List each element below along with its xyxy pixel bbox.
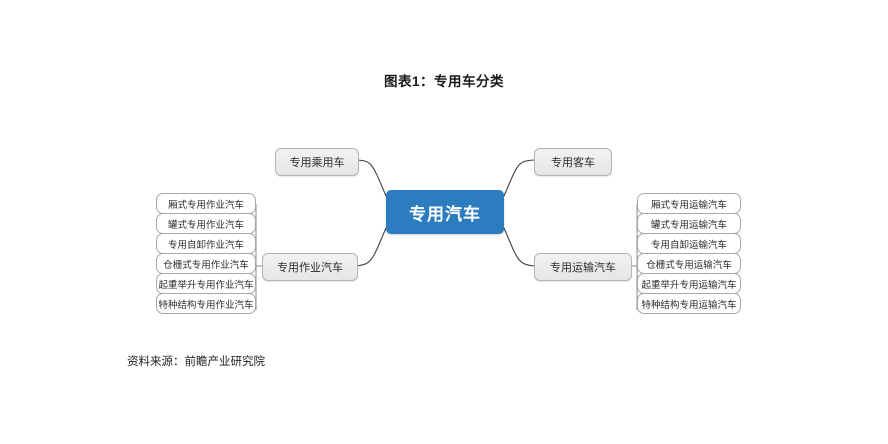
leaf-item[interactable]: 罐式专用运输汽车 <box>637 213 741 234</box>
leaf-item[interactable]: 特种结构专用作业汽车 <box>156 293 256 314</box>
leaf-item[interactable]: 起重举升专用运输汽车 <box>637 273 741 294</box>
root-node[interactable]: 专用汽车 <box>386 190 504 234</box>
connector-root-to-transport-vehicle <box>503 227 535 267</box>
branch-node-bus-special[interactable]: 专用客车 <box>534 148 612 176</box>
leaf-stack-work-vehicle: 厢式专用作业汽车 罐式专用作业汽车 专用自卸作业汽车 仓栅式专用作业汽车 起重举… <box>156 193 256 314</box>
leaf-item[interactable]: 仓栅式专用运输汽车 <box>637 253 741 274</box>
leaf-item[interactable]: 专用自卸作业汽车 <box>156 233 256 254</box>
leaf-item[interactable]: 罐式专用作业汽车 <box>156 213 256 234</box>
leaf-item[interactable]: 仓栅式专用作业汽车 <box>156 253 256 274</box>
branch-node-passenger-special[interactable]: 专用乘用车 <box>275 148 359 176</box>
source-note: 资料来源：前瞻产业研究院 <box>127 356 265 368</box>
connector-root-to-work-vehicle <box>355 227 387 267</box>
page-title: 图表1：专用车分类 <box>383 74 504 89</box>
connector-root-to-bus-special <box>503 159 535 197</box>
leaf-item[interactable]: 起重举升专用作业汽车 <box>156 273 256 294</box>
leaf-item[interactable]: 专用自卸运输汽车 <box>637 233 741 254</box>
branch-node-transport-vehicle[interactable]: 专用运输汽车 <box>534 253 632 281</box>
branch-node-work-vehicle[interactable]: 专用作业汽车 <box>262 253 358 281</box>
leaf-item[interactable]: 厢式专用运输汽车 <box>637 193 741 214</box>
leaf-item[interactable]: 特种结构专用运输汽车 <box>637 293 741 314</box>
leaf-item[interactable]: 厢式专用作业汽车 <box>156 193 256 214</box>
connector-root-to-passenger-special <box>356 159 387 197</box>
leaf-stack-transport-vehicle: 厢式专用运输汽车 罐式专用运输汽车 专用自卸运输汽车 仓栅式专用运输汽车 起重举… <box>637 193 741 314</box>
